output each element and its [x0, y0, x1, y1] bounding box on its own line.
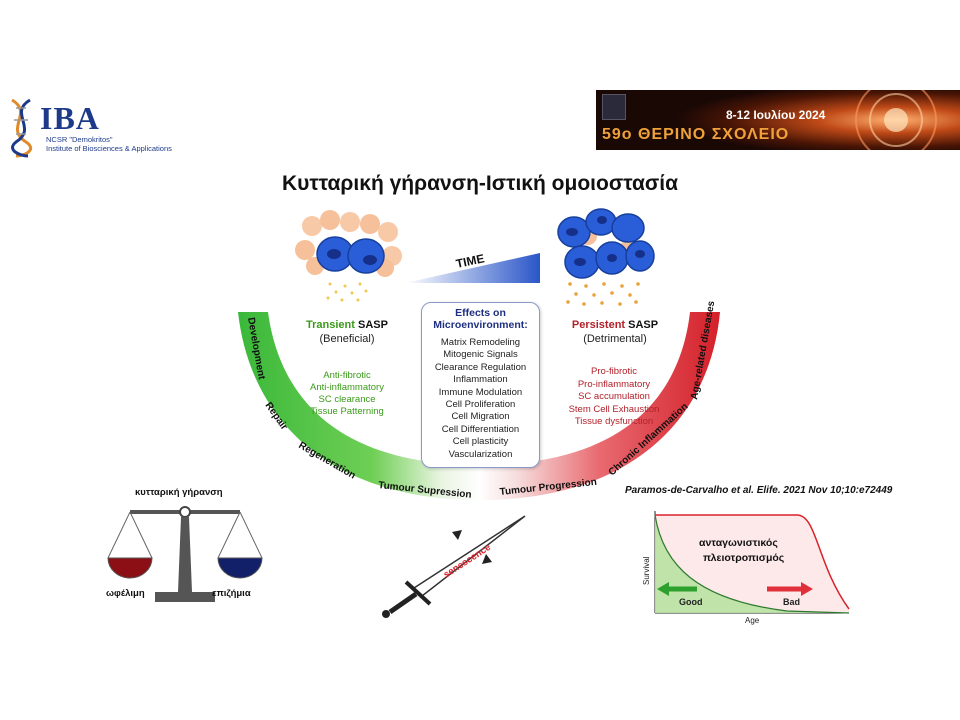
scale-pivot [179, 506, 191, 518]
time-wedge [405, 253, 540, 283]
list-item: Matrix Remodeling [440, 337, 521, 348]
survival-chart: Good Bad ανταγωνιστικός πλειοτροπισμός S… [642, 511, 850, 625]
survival-curve [655, 514, 850, 610]
senescence-diagram: Development Repair Regeneration Tumour S… [238, 208, 720, 501]
list-item: Tissue Patterning [310, 406, 384, 417]
effects-list: Matrix Remodeling Mitogenic Signals Clea… [422, 337, 539, 461]
list-item: Cell Migration [451, 411, 510, 423]
scale-left-label: ωφέλιμη [106, 588, 145, 599]
scale-pan-left [107, 557, 153, 579]
sword-handle [388, 591, 418, 615]
bad-label: Bad [783, 597, 800, 607]
good-area [655, 515, 849, 613]
summer-school-banner: 8-12 Ιουλίου 2024 59ο ΘΕΡΙΝΟ ΣΧΟΛΕΙΟ [596, 90, 960, 150]
transient-keyword: Transient [306, 319, 355, 331]
iba-logo-helix [11, 98, 33, 158]
arrow-down-icon [482, 554, 492, 564]
list-item: Anti-fibrotic [323, 370, 371, 381]
banner-dates: 8-12 Ιουλίου 2024 [726, 108, 826, 122]
persistent-keyword: Persistent [571, 319, 626, 331]
list-item: Inflammation [453, 374, 508, 386]
list-item: Anti-inflammatory [310, 382, 384, 393]
list-item: SC accumulation [578, 391, 650, 402]
list-item: Stem Cell Exhaustion [568, 403, 660, 415]
good-label: Good [679, 597, 703, 607]
effects-box: Effects on Microenvironment: Matrix Remo… [421, 302, 540, 468]
transient-dots [326, 282, 368, 302]
persistent-cell-cluster [557, 208, 655, 279]
list-item: Mitogenic Signals [443, 349, 518, 361]
scale-right-label: επιζήμια [212, 588, 251, 599]
chart-title-line1: ανταγωνιστικός [699, 537, 778, 549]
banner-emblem [602, 94, 626, 120]
list-item: Clearance Regulation [434, 361, 527, 373]
y-axis-label: Survival [642, 556, 651, 585]
persistent-sasp-heading: Persistent SASP (Detrimental) [560, 318, 670, 346]
page-title: Κυτταρική γήρανση-Ιστική ομοιοστασία [281, 172, 679, 195]
persistent-effects-list: Pro-fibrotic Pro-inflammatory SC accumul… [554, 366, 674, 429]
logo-subtitle: NCSR "Demokritos" Institute of Bioscienc… [46, 135, 172, 153]
list-item: Pro-fibrotic [591, 366, 637, 377]
sword-guard [404, 580, 432, 606]
list-item: Cell plasticity [452, 436, 509, 448]
citation: Paramos-de-Carvalho et al. Elife. 2021 N… [625, 485, 893, 496]
scale-pan-right [217, 557, 263, 579]
transient-sasp-heading: Transient SASP (Beneficial) [292, 318, 402, 346]
logo-name: IBA [40, 100, 100, 136]
early-curve [654, 514, 850, 614]
persistent-sasp-title: Persistent SASP [560, 318, 670, 332]
effects-heading-line1: Effects on [455, 307, 506, 319]
list-item: Vascularization [448, 448, 513, 460]
list-item: Cell Proliferation [445, 399, 516, 411]
list-item: Immune Modulation [438, 386, 523, 398]
arc-band [238, 312, 720, 500]
scale-title: κυτταρική γήρανση [135, 487, 223, 498]
transient-type: (Beneficial) [319, 333, 375, 345]
scale-base [155, 592, 215, 602]
list-item: Tissue dysfunction [574, 416, 654, 427]
chart-title-line2: πλειοτροπισμός [703, 552, 785, 564]
banner-school: 59ο ΘΕΡΙΝΟ ΣΧΟΛΕΙΟ [602, 126, 790, 143]
transient-effects-list: Anti-fibrotic Anti-inflammatory SC clear… [292, 370, 402, 418]
effects-heading-line2: Microenvironment: [433, 319, 528, 331]
senescence-sword: senescence [382, 515, 526, 618]
logo-subtitle-line2: Institute of Biosciences & Applications [46, 144, 172, 153]
list-item: Pro-inflammatory [577, 378, 651, 390]
persistent-suffix: SASP [625, 319, 659, 331]
time-label: TIME [455, 251, 486, 271]
transient-sasp-title: Transient SASP [292, 318, 402, 332]
transient-cell-cluster [295, 210, 402, 277]
banner-background [596, 90, 960, 150]
list-item: SC clearance [318, 394, 376, 405]
scale-post [178, 517, 192, 592]
sword-pommel [382, 610, 390, 618]
persistent-dots [566, 282, 640, 306]
effects-heading: Effects on Microenvironment: [422, 307, 539, 331]
persistent-type: (Detrimental) [583, 333, 647, 345]
arrow-up-icon [452, 530, 462, 540]
balance-scale [107, 506, 263, 602]
logo-subtitle-line1: NCSR "Demokritos" [46, 135, 113, 144]
x-axis-label: Age [745, 616, 760, 625]
transient-suffix: SASP [354, 319, 388, 331]
list-item: Cell Differentiation [441, 423, 520, 435]
